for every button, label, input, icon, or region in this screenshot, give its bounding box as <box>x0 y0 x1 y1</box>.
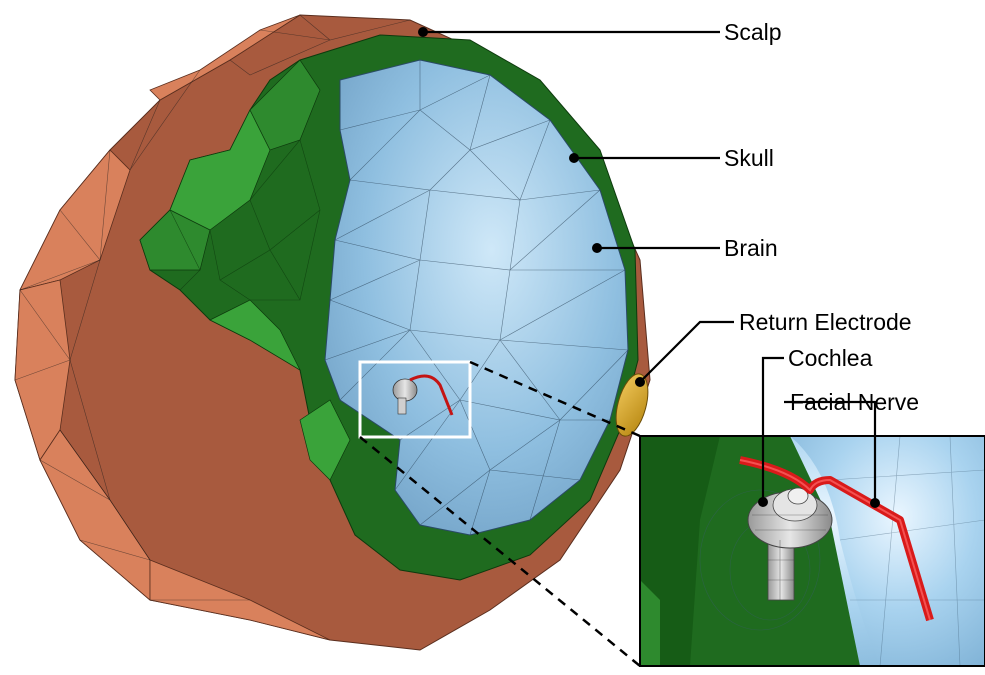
inset-zoom-view <box>640 436 985 666</box>
cochlea-stem <box>768 540 794 600</box>
label-skull: Skull <box>724 145 774 171</box>
label-return-electrode: Return Electrode <box>739 309 912 335</box>
label-scalp: Scalp <box>724 19 782 45</box>
label-facial-nerve: Facial Nerve <box>790 389 919 415</box>
label-cochlea: Cochlea <box>788 345 873 371</box>
label-brain: Brain <box>724 235 778 261</box>
